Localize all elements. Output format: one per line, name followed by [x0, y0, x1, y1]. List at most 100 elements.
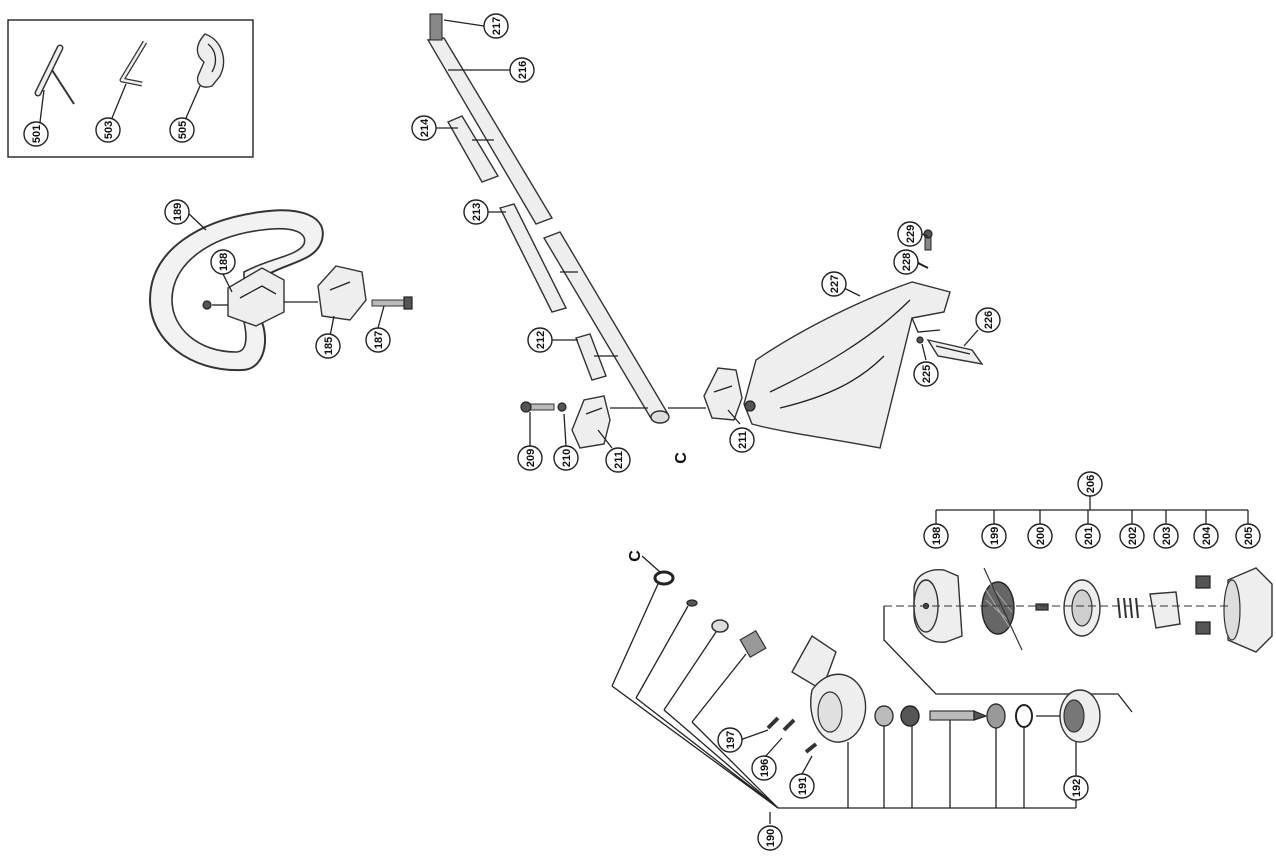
- grass-guard: [743, 281, 951, 449]
- svg-text:226: 226: [983, 311, 995, 329]
- handle-clamp-upper: [227, 267, 285, 327]
- svg-text:206: 206: [1085, 475, 1097, 493]
- svg-text:188: 188: [218, 253, 230, 271]
- svg-text:213: 213: [471, 203, 483, 221]
- callout-185: 185: [315, 333, 341, 359]
- svg-text:198: 198: [931, 527, 943, 545]
- callout-211-left: 211: [605, 447, 631, 473]
- callout-212: 212: [527, 327, 553, 353]
- gear-bearing: [711, 619, 729, 633]
- svg-text:191: 191: [797, 777, 809, 795]
- callout-209: 209: [517, 445, 543, 471]
- callout-201: 201: [1075, 523, 1101, 549]
- svg-text:202: 202: [1127, 527, 1139, 545]
- shaft-clamp-right: [703, 367, 743, 421]
- callout-217: 217: [483, 13, 509, 39]
- spark-plug-wrench-icon: [34, 44, 75, 105]
- callout-188: 188: [210, 249, 236, 275]
- callout-225: 225: [913, 361, 939, 387]
- connector-c-lower: C: [627, 550, 644, 562]
- callout-197: 197: [717, 727, 743, 753]
- svg-text:204: 204: [1201, 526, 1213, 545]
- eyelet: [1035, 603, 1049, 611]
- handle-clamp-lower: [317, 265, 367, 321]
- output-spindle: [929, 710, 988, 721]
- drive-plate: [1059, 689, 1101, 743]
- svg-text:197: 197: [725, 731, 737, 749]
- callout-213: 213: [463, 199, 489, 225]
- shaft-upper-tube: [426, 13, 554, 225]
- svg-text:501: 501: [31, 125, 43, 143]
- callout-204: 204: [1193, 523, 1219, 549]
- svg-text:199: 199: [989, 527, 1001, 545]
- callout-501: 501: [23, 121, 49, 147]
- callout-216: 216: [509, 57, 535, 83]
- callout-228: 228: [893, 249, 919, 275]
- svg-text:200: 200: [1035, 527, 1047, 545]
- callout-187: 187: [365, 327, 391, 353]
- svg-text:216: 216: [517, 61, 529, 79]
- guard-pin: [916, 336, 924, 344]
- gearbox-washer-a: [874, 705, 894, 727]
- callout-227: 227: [821, 271, 847, 297]
- connector-c-upper: C: [673, 452, 690, 464]
- svg-text:189: 189: [172, 203, 184, 221]
- callout-229: 229: [897, 221, 923, 247]
- svg-text:227: 227: [829, 275, 841, 293]
- svg-text:217: 217: [491, 17, 503, 35]
- callout-210: 210: [553, 445, 579, 471]
- svg-text:505: 505: [177, 121, 189, 139]
- shaft-cover: [575, 333, 607, 381]
- gearbox-washer-b: [900, 705, 920, 727]
- svg-text:229: 229: [905, 225, 917, 243]
- svg-text:211: 211: [613, 451, 625, 469]
- callout-202: 202: [1119, 523, 1145, 549]
- handle-nut: [202, 300, 212, 310]
- spring: [1117, 597, 1139, 619]
- clamp-bolt: [520, 401, 555, 413]
- shaft-clamp-left: [571, 395, 611, 449]
- svg-text:214: 214: [419, 118, 431, 137]
- spindle-ring: [1015, 704, 1033, 728]
- svg-text:190: 190: [765, 829, 777, 847]
- bump-knob: [1195, 575, 1211, 635]
- line-spool: [981, 567, 1023, 651]
- bearing-ring: [653, 570, 675, 586]
- callout-505: 505: [169, 117, 195, 143]
- spindle-bearing: [986, 703, 1006, 729]
- handle-bolt: [371, 296, 413, 310]
- callout-214: 214: [411, 115, 437, 141]
- svg-text:209: 209: [525, 449, 537, 467]
- callout-191: 191: [789, 773, 815, 799]
- guard-screw: [923, 229, 933, 251]
- input-shaft: [739, 630, 767, 658]
- svg-text:211: 211: [737, 431, 749, 449]
- callout-503: 503: [95, 117, 121, 143]
- svg-text:201: 201: [1083, 527, 1095, 545]
- svg-text:192: 192: [1071, 779, 1083, 797]
- svg-text:210: 210: [561, 449, 573, 467]
- spool-hub: [1063, 579, 1101, 637]
- shaft-grip-sleeve: [447, 115, 500, 183]
- callout-196: 196: [751, 755, 777, 781]
- svg-text:225: 225: [921, 365, 933, 383]
- snap-ring: [686, 599, 698, 607]
- svg-text:187: 187: [373, 331, 385, 349]
- callout-198: 198: [923, 523, 949, 549]
- svg-text:196: 196: [759, 759, 771, 777]
- hex-key-icon: [119, 40, 148, 87]
- shaft-liner: [498, 203, 568, 313]
- drive-bushing: [1149, 591, 1181, 629]
- gearbox-screws: [766, 716, 818, 754]
- callout-189: 189: [164, 199, 190, 225]
- shaft-lower-tube: [542, 231, 670, 421]
- svg-text:212: 212: [535, 331, 547, 349]
- callout-203: 203: [1153, 523, 1179, 549]
- callout-211-right: 211: [729, 427, 755, 453]
- head-housing: [1223, 567, 1273, 653]
- callout-206: 206: [1077, 471, 1103, 497]
- callout-226: 226: [975, 307, 1001, 333]
- callout-192: 192: [1063, 775, 1089, 801]
- callout-190: 190: [757, 825, 783, 851]
